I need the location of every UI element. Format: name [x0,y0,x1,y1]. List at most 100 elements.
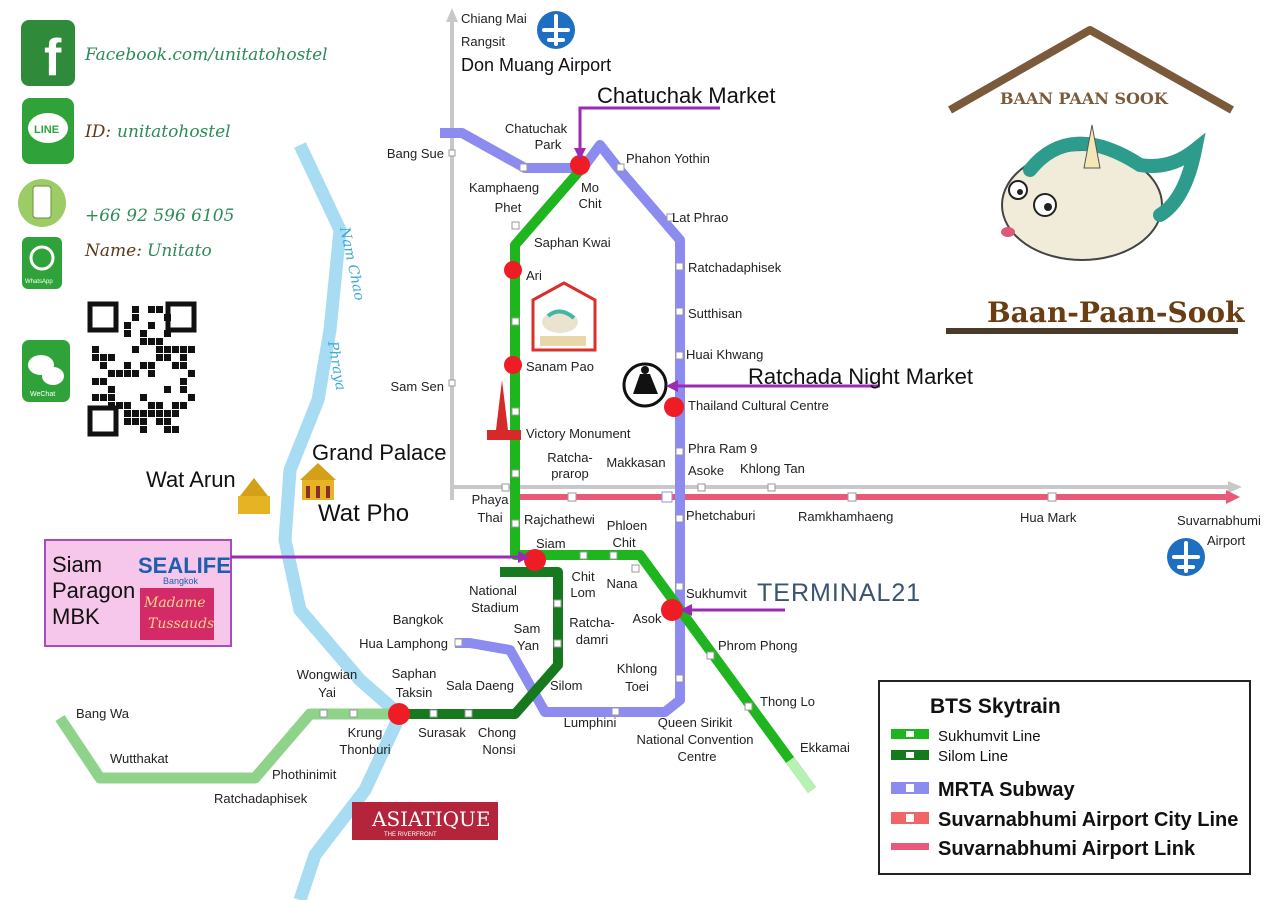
asiatique-sub: THE RIVERFRONT [384,832,437,838]
sukhumvit-line-end [785,757,817,793]
wechat-icon: WeChat [22,340,70,402]
sukhumvit-line [510,164,817,793]
landmark-chatuchak-market: Chatuchak Market [597,83,776,108]
qr-cell [180,362,187,369]
qr-cell [140,418,147,425]
station-sam-sen: Sam Sen [391,379,444,394]
tussauds-logo-1: Madame [143,595,206,611]
station-qsncc-1: Queen Sirikit [658,715,733,730]
qr-cell [116,370,123,377]
station-krung-thonburi-2: Thonburi [339,742,390,757]
qr-cell [148,362,155,369]
legend-silom-swatch [891,750,929,760]
qr-cell [140,410,147,417]
siam-callout-line-2: Paragon [52,578,135,603]
station-sanam-pao: Sanam Pao [526,359,594,374]
station-saphan-kwai: Saphan Kwai [534,235,611,250]
qr-cell [164,346,171,353]
marker-sanam-pao [504,356,522,374]
qr-cell [172,402,179,409]
qr-cell [180,346,187,353]
brand-underline [946,328,1238,334]
station-sala-daeng: Sala Daeng [446,678,514,693]
landmark-ratchada-night-market: Ratchada Night Market [748,364,973,389]
station-qsncc-2: National Convention [636,732,753,747]
qr-cell [124,402,131,409]
qr-cell [172,362,179,369]
station-asoke-top: Asoke [688,463,724,478]
qr-cell [92,394,99,401]
asiatique-logo: ASIATIQUE [371,807,491,831]
station-chong-nonsi-1: Chong [478,725,516,740]
station-phaya-thai-2: Thai [477,510,502,525]
qr-cell [188,394,195,401]
qr-cell [92,378,99,385]
station-chit-lom-1: Chit [571,569,595,584]
station-lumphini: Lumphini [564,715,617,730]
station-siam: Siam [536,536,566,551]
qr-cell [164,418,171,425]
legend-sukhumvit: Sukhumvit Line [938,728,1041,745]
contact-name-prefix: Name: [84,241,142,261]
station-hua-lamphong: Hua Lamphong [359,636,448,651]
qr-cell [156,338,163,345]
contact-facebook: Facebook.com/unitatohostel [84,45,328,65]
legend-city-line-swatch [891,812,929,824]
station-chit-lom-2: Lom [570,585,595,600]
qr-cell [100,362,107,369]
legend-title: BTS Skytrain [930,695,1061,718]
station-bangkok: Bangkok [393,612,444,627]
terminal21-arrow-head [680,604,692,616]
marker-cultural-centre [664,397,684,417]
airport-north-label-3: Don Muang Airport [461,55,611,75]
chatuchak-arrow [578,106,720,150]
svg-text:WhatsApp: WhatsApp [25,279,53,285]
legend-city-line: Suvarnabhumi Airport City Line [938,809,1238,831]
legend-sukhumvit-swatch [891,729,929,739]
qr-cell [124,330,131,337]
airport-east-label-2: Airport [1207,533,1246,548]
terminal21-logo: TERMINAL21 [757,579,921,607]
qr-cell [92,354,99,361]
station-wutthakat: Wutthakat [110,751,169,766]
contact-line-id: unitatohostel [117,122,231,142]
qr-cell [148,370,155,377]
station-saphan-taksin-2: Taksin [396,685,433,700]
grand-palace-icon [300,463,336,500]
station-ratchadaphisek-west: Ratchadaphisek [214,791,308,806]
qr-cell [140,338,147,345]
qr-cell [188,370,195,377]
qr-cell [108,354,115,361]
line-icon: LINE [22,98,74,164]
victory-monument-icon [487,380,521,440]
qr-cell [148,402,155,409]
river-chao-phraya [278,142,407,900]
station-asok: Asok [633,611,662,626]
station-victory-monument: Victory Monument [526,426,631,441]
qr-cell [180,402,187,409]
station-ratchaprarop-1: Ratcha- [547,450,593,465]
station-phloen-chit-1: Phloen [607,518,647,533]
qr-cell [180,386,187,393]
qr-cell [132,410,139,417]
station-bang-wa: Bang Wa [76,706,130,721]
airport-north-label-1: Chiang Mai [461,11,527,26]
station-phaya-thai-1: Phaya [472,492,510,507]
station-ratchadamri-1: Ratcha- [569,615,615,630]
qr-cell [124,322,131,329]
qr-code-icon [87,301,197,437]
qr-cell [124,418,131,425]
station-mo-chit-2: Chit [578,196,602,211]
legend-silom: Silom Line [938,748,1008,765]
highlight-markers [388,155,684,725]
brand-name: Baan-Paan-Sook [987,296,1245,329]
tussauds-logo-bg [140,588,214,640]
station-kamphaeng-phet-2: Phet [495,200,522,215]
station-wongwian-yai-2: Yai [318,685,336,700]
qr-cell [116,402,123,409]
station-silom: Silom [550,678,583,693]
sealife-logo: SEALIFE [138,553,231,578]
station-wongwian-yai-1: Wongwian [297,667,357,682]
contact-line-prefix: ID: [84,122,111,142]
legend-box [878,680,1251,875]
